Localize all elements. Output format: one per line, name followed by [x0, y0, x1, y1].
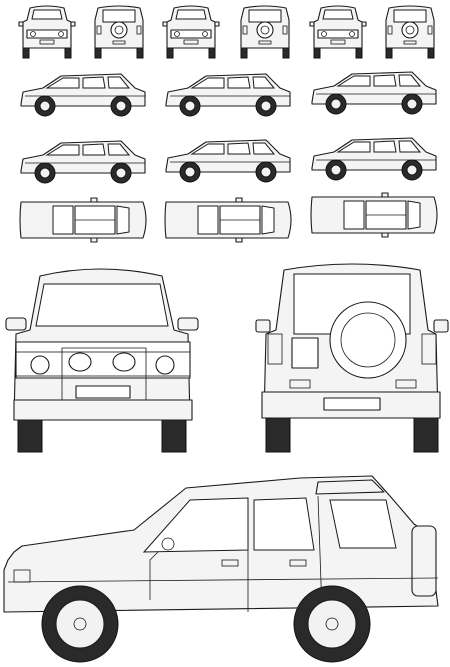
small-top-views-row: [19, 192, 438, 243]
large-front-view: [5, 268, 199, 453]
small-side-views-row-2: [20, 137, 437, 184]
large-rear-view: [255, 263, 449, 453]
small-front-rear-row: [18, 5, 435, 59]
large-side-view: [3, 475, 439, 663]
small-side-views-row-1: [20, 71, 437, 117]
